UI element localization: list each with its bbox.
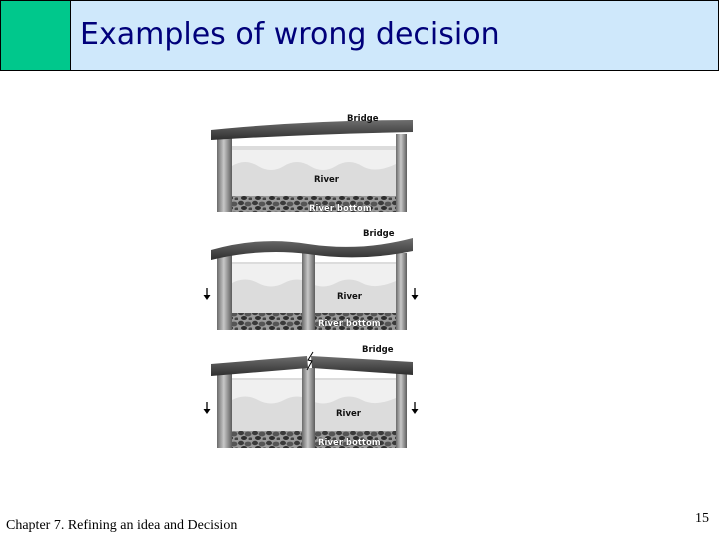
bridge-label: Bridge bbox=[363, 229, 395, 239]
slide-title: Examples of wrong decision bbox=[80, 17, 500, 52]
water-surface bbox=[232, 150, 396, 170]
left-pillar bbox=[217, 253, 232, 330]
river-label: River bbox=[314, 175, 340, 185]
right-pillar bbox=[396, 134, 407, 212]
middle-pillar bbox=[302, 368, 315, 448]
left-pillar bbox=[217, 134, 232, 212]
bridge-deck-left-broken bbox=[211, 356, 308, 376]
river-bottom-label: River bottom bbox=[309, 204, 372, 214]
panel-3: Bridge River River bottom bbox=[203, 345, 419, 448]
page-number: 15 bbox=[695, 511, 709, 526]
middle-pillar bbox=[302, 250, 315, 330]
crack-icon bbox=[306, 351, 314, 371]
bridge-label: Bridge bbox=[362, 345, 394, 355]
down-arrow-icon bbox=[203, 288, 211, 300]
bridge-label: Bridge bbox=[347, 114, 379, 124]
title-bar bbox=[0, 0, 719, 71]
bridge-deck bbox=[211, 120, 413, 140]
footer-chapter-text: Chapter 7. Refining an idea and Decision bbox=[6, 518, 238, 533]
bridge-deck-bent bbox=[211, 238, 413, 260]
right-pillar bbox=[396, 372, 407, 448]
bridge-deck-right-broken bbox=[311, 356, 413, 375]
river-bottom-rocks bbox=[232, 196, 396, 212]
river-label: River bbox=[337, 292, 363, 302]
title-accent-block bbox=[0, 0, 71, 71]
river-bottom-label: River bottom bbox=[318, 319, 381, 329]
down-arrow-icon bbox=[203, 402, 211, 414]
down-arrow-icon bbox=[411, 288, 419, 300]
down-arrow-icon bbox=[411, 402, 419, 414]
river-label: River bbox=[336, 409, 362, 419]
left-pillar bbox=[217, 372, 232, 448]
right-pillar bbox=[396, 253, 407, 330]
river-bottom-label: River bottom bbox=[318, 438, 381, 448]
panel-1: Bridge River River bottom bbox=[211, 114, 413, 214]
panel-2: Bridge River River bottom bbox=[203, 229, 419, 330]
